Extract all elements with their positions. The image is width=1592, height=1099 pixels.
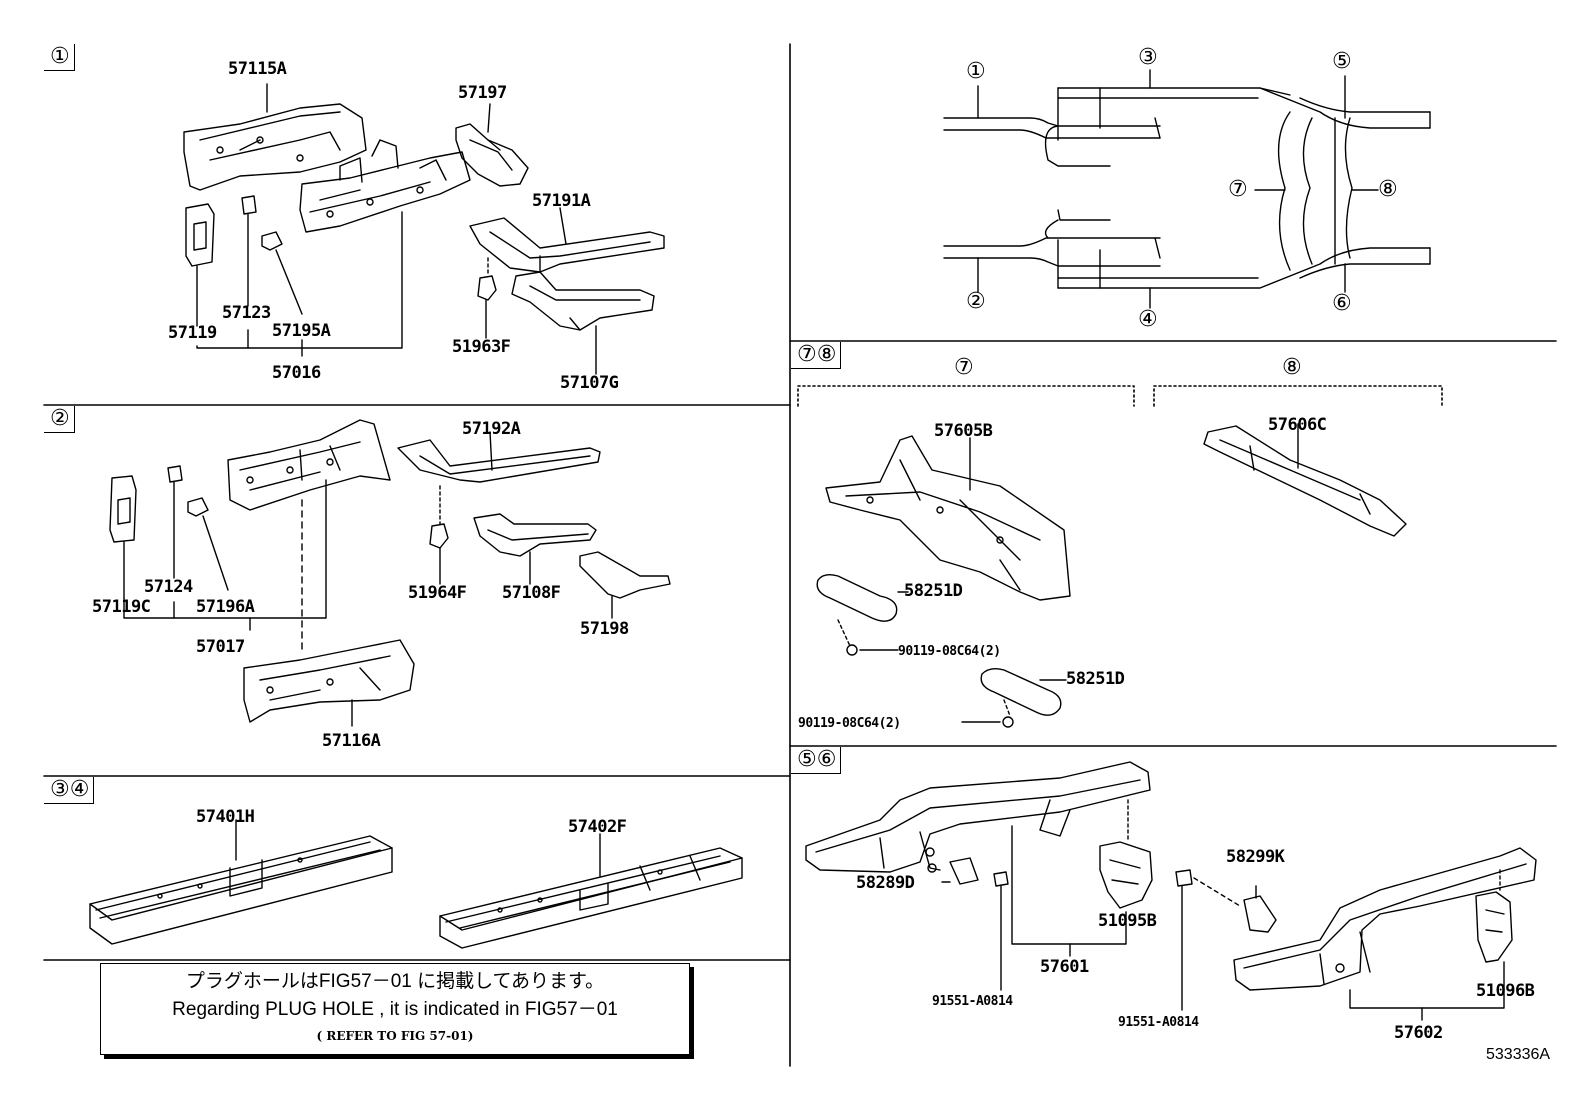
part-label-57401H: 57401H bbox=[196, 807, 255, 827]
part-label-91551-left: 91551-A0814 bbox=[932, 994, 1013, 1009]
part-label-57195A: 57195A bbox=[272, 321, 331, 341]
part-label-51963F: 51963F bbox=[452, 337, 511, 357]
plug-hole-note: プラグホールはFIG57－01 に掲載してあります。 Regarding PLU… bbox=[100, 963, 690, 1055]
overview-callout-6: ⑥ bbox=[1332, 291, 1352, 316]
part-label-57107G: 57107G bbox=[560, 373, 619, 393]
overview-callout-5: ⑤ bbox=[1332, 49, 1352, 74]
part-label-57123: 57123 bbox=[222, 303, 271, 323]
part-label-57605B: 57605B bbox=[934, 421, 993, 441]
section-label-5-6: ⑤⑥ bbox=[791, 747, 842, 774]
part-label-57198: 57198 bbox=[580, 619, 629, 639]
part-label-57192A: 57192A bbox=[462, 419, 521, 439]
part-label-57606C: 57606C bbox=[1268, 415, 1327, 435]
section-label-1: ① bbox=[44, 44, 75, 71]
part-label-51964F: 51964F bbox=[408, 583, 467, 603]
part-label-57197: 57197 bbox=[458, 83, 507, 103]
part-label-58299K: 58299K bbox=[1226, 847, 1285, 867]
part-label-51096B: 51096B bbox=[1476, 981, 1535, 1001]
part-label-90119-upper: 90119-08C64(2) bbox=[898, 644, 1001, 659]
part-label-58251D-lower: 58251D bbox=[1066, 669, 1125, 689]
note-line-english: Regarding PLUG HOLE , it is indicated in… bbox=[172, 999, 618, 1020]
part-label-57119C: 57119C bbox=[92, 597, 151, 617]
section-label-2: ② bbox=[44, 406, 75, 433]
part-label-57601: 57601 bbox=[1040, 957, 1089, 977]
overview-callout-4: ④ bbox=[1138, 307, 1158, 332]
part-label-57016: 57016 bbox=[272, 363, 321, 383]
section1-parts bbox=[183, 83, 665, 375]
part-label-58251D-upper: 58251D bbox=[904, 581, 963, 601]
part-label-57017: 57017 bbox=[196, 637, 245, 657]
part-label-57115A: 57115A bbox=[228, 59, 287, 79]
frame-overview bbox=[943, 69, 1431, 309]
part-label-57196A: 57196A bbox=[196, 597, 255, 617]
figure-id: 533336A bbox=[1486, 1046, 1551, 1063]
subheading-8: ⑧ bbox=[1282, 355, 1302, 380]
note-line-japanese: プラグホールはFIG57－01 に掲載してあります。 bbox=[185, 971, 605, 992]
section-label-3-4: ③④ bbox=[44, 777, 95, 804]
section-dividers bbox=[43, 43, 1557, 1067]
overview-callout-8: ⑧ bbox=[1378, 177, 1398, 202]
part-label-58289D: 58289D bbox=[856, 873, 915, 893]
note-line-reference: ( REFER TO FIG 57-01) bbox=[316, 1029, 474, 1043]
part-label-57108F: 57108F bbox=[502, 583, 561, 603]
part-label-57402F: 57402F bbox=[568, 817, 627, 837]
part-label-91551-right: 91551-A0814 bbox=[1118, 1015, 1199, 1030]
part-label-90119-lower: 90119-08C64(2) bbox=[798, 716, 901, 731]
section56-parts bbox=[805, 761, 1537, 1021]
section-label-7-8: ⑦⑧ bbox=[791, 342, 842, 369]
overview-callout-1: ① bbox=[966, 59, 986, 84]
overview-callout-7: ⑦ bbox=[1228, 177, 1248, 202]
part-label-51095B: 51095B bbox=[1098, 911, 1157, 931]
section78-parts bbox=[816, 423, 1407, 728]
part-label-57119: 57119 bbox=[168, 323, 217, 343]
section2-parts bbox=[109, 419, 671, 727]
part-label-57124: 57124 bbox=[144, 577, 193, 597]
subheading-7: ⑦ bbox=[954, 355, 974, 380]
section34-parts bbox=[89, 819, 743, 949]
part-label-57191A: 57191A bbox=[532, 191, 591, 211]
overview-callout-2: ② bbox=[966, 289, 986, 314]
part-label-57116A: 57116A bbox=[322, 731, 381, 751]
overview-callout-3: ③ bbox=[1138, 45, 1158, 70]
part-label-57602: 57602 bbox=[1394, 1023, 1443, 1043]
